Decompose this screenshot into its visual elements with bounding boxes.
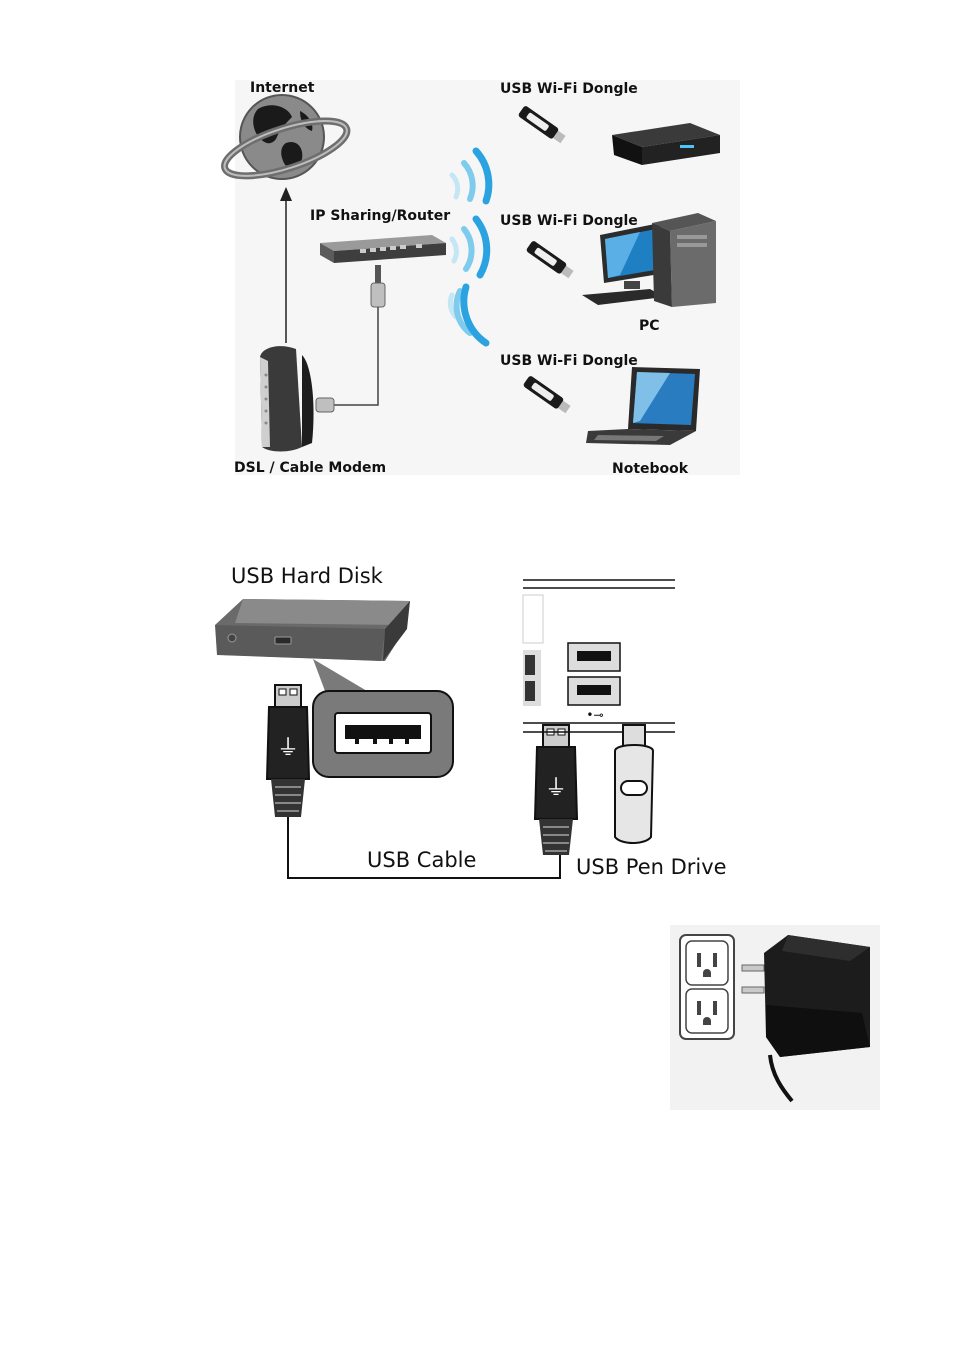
router-icon [320,235,446,263]
dongle-label-2: USB Wi-Fi Dongle [500,213,638,229]
modem-label: DSL / Cable Modem [234,460,386,476]
hard-disk-label: USB Hard Disk [231,564,383,588]
notebook-label: Notebook [612,461,688,477]
usb-dongle-icon-1 [518,105,567,145]
usb-cable-label: USB Cable [367,848,476,872]
notebook-icon [586,367,700,445]
usb-plug-icon-left: ⏚ [267,685,309,817]
wall-outlet-icon [680,935,734,1039]
dongle-label-3: USB Wi-Fi Dongle [500,353,638,369]
power-adapter-graphics [670,925,880,1110]
usb-dongle-icon-2 [526,240,575,280]
pen-drive-label: USB Pen Drive [576,855,727,879]
svg-text:⏚: ⏚ [545,776,567,801]
power-adapter-figure [670,925,880,1110]
media-player-icon [612,123,720,165]
network-diagram: Internet IP Sharing/Router DSL / Cable M… [220,75,750,485]
wifi-waves [450,151,489,343]
pen-drive-icon [615,725,653,843]
router-label: IP Sharing/Router [310,208,450,224]
usb-diagram: ⏚ ⏚ •⊸ USB H [205,555,735,890]
pc-label: PC [639,318,660,334]
hard-disk-icon [215,599,410,661]
usb-plug-icon-right: ⏚ [535,725,577,855]
svg-text:•⊸: •⊸ [586,708,603,722]
internet-label: Internet [250,80,314,96]
dongle-label-1: USB Wi-Fi Dongle [500,81,638,97]
svg-text:⏚: ⏚ [277,736,299,761]
globe-icon [220,95,353,187]
usb-dongle-icon-3 [523,375,572,415]
modem-icon [260,346,314,451]
usb-diagram-graphics: ⏚ ⏚ •⊸ [205,555,735,890]
network-diagram-graphics [220,75,750,485]
